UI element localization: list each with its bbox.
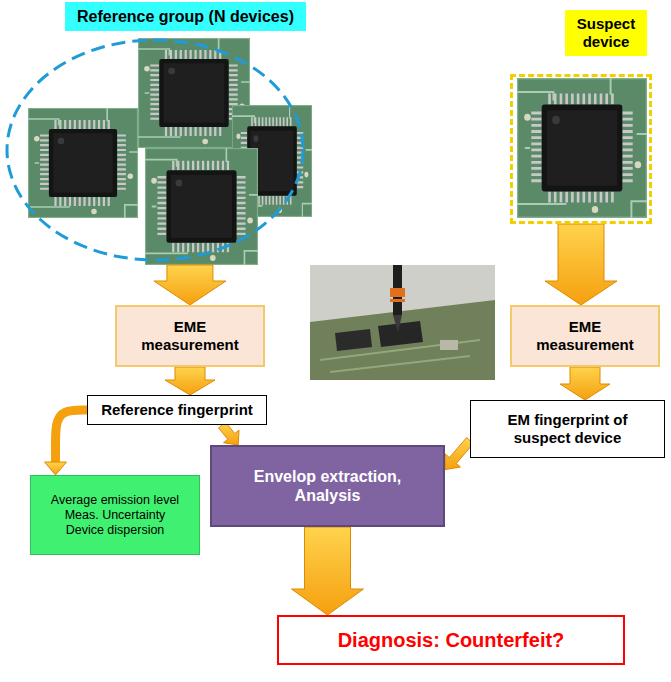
node-text: Average emission level — [51, 493, 179, 508]
process-box: EME measurement — [115, 305, 265, 367]
arrow-shaft — [56, 410, 88, 463]
dashed-frame — [510, 74, 652, 224]
block-arrow — [292, 527, 364, 615]
data-box: Reference fingerprint — [87, 395, 267, 425]
flow-arrow — [545, 224, 617, 305]
group-heading: Reference group (N devices) — [65, 2, 306, 31]
block-arrow — [154, 265, 226, 305]
chip-photo — [28, 108, 138, 218]
info-box: Average emission levelMeas. UncertaintyD… — [30, 475, 200, 555]
reference-group: Reference group (N devices) — [3, 0, 313, 265]
flow-arrow — [219, 422, 240, 445]
group-ellipse — [7, 40, 303, 260]
node-text: Meas. Uncertainty — [65, 508, 166, 523]
node-text: Reference fingerprint — [101, 401, 253, 419]
data-box: EM fingerprint of suspect device — [470, 400, 665, 458]
process-box: Envelop extraction, Analysis — [210, 445, 445, 527]
node-text: Device dispersion — [66, 523, 165, 538]
node-text: EME measurement — [135, 318, 245, 354]
node-text: Suspect device — [568, 15, 644, 51]
node-text: Envelop extraction, Analysis — [243, 467, 413, 505]
node-text: EME measurement — [530, 318, 640, 354]
group-outline — [3, 0, 313, 265]
node-text: EM fingerprint of suspect device — [498, 411, 638, 447]
flow-arrow — [154, 265, 226, 305]
block-arrow — [219, 422, 240, 445]
device-heading: Suspect device — [565, 10, 647, 56]
flow-arrow — [165, 367, 215, 395]
arrow-head — [45, 462, 67, 475]
flow-arrow — [292, 527, 364, 615]
flow-arrow — [560, 367, 610, 400]
flow-arrow — [45, 410, 88, 475]
suspect-device: Suspect device — [510, 8, 652, 224]
chip-photo — [145, 148, 258, 265]
probe-photo — [310, 265, 495, 380]
result-box: Diagnosis: Counterfeit? — [277, 615, 625, 665]
chip-photo — [517, 78, 647, 218]
node-text: Diagnosis: Counterfeit? — [338, 628, 565, 652]
process-box: EME measurement — [510, 305, 660, 367]
node-text: Reference group (N devices) — [77, 7, 294, 26]
block-arrow — [560, 367, 610, 400]
block-arrow — [165, 367, 215, 395]
block-arrow — [545, 224, 617, 305]
